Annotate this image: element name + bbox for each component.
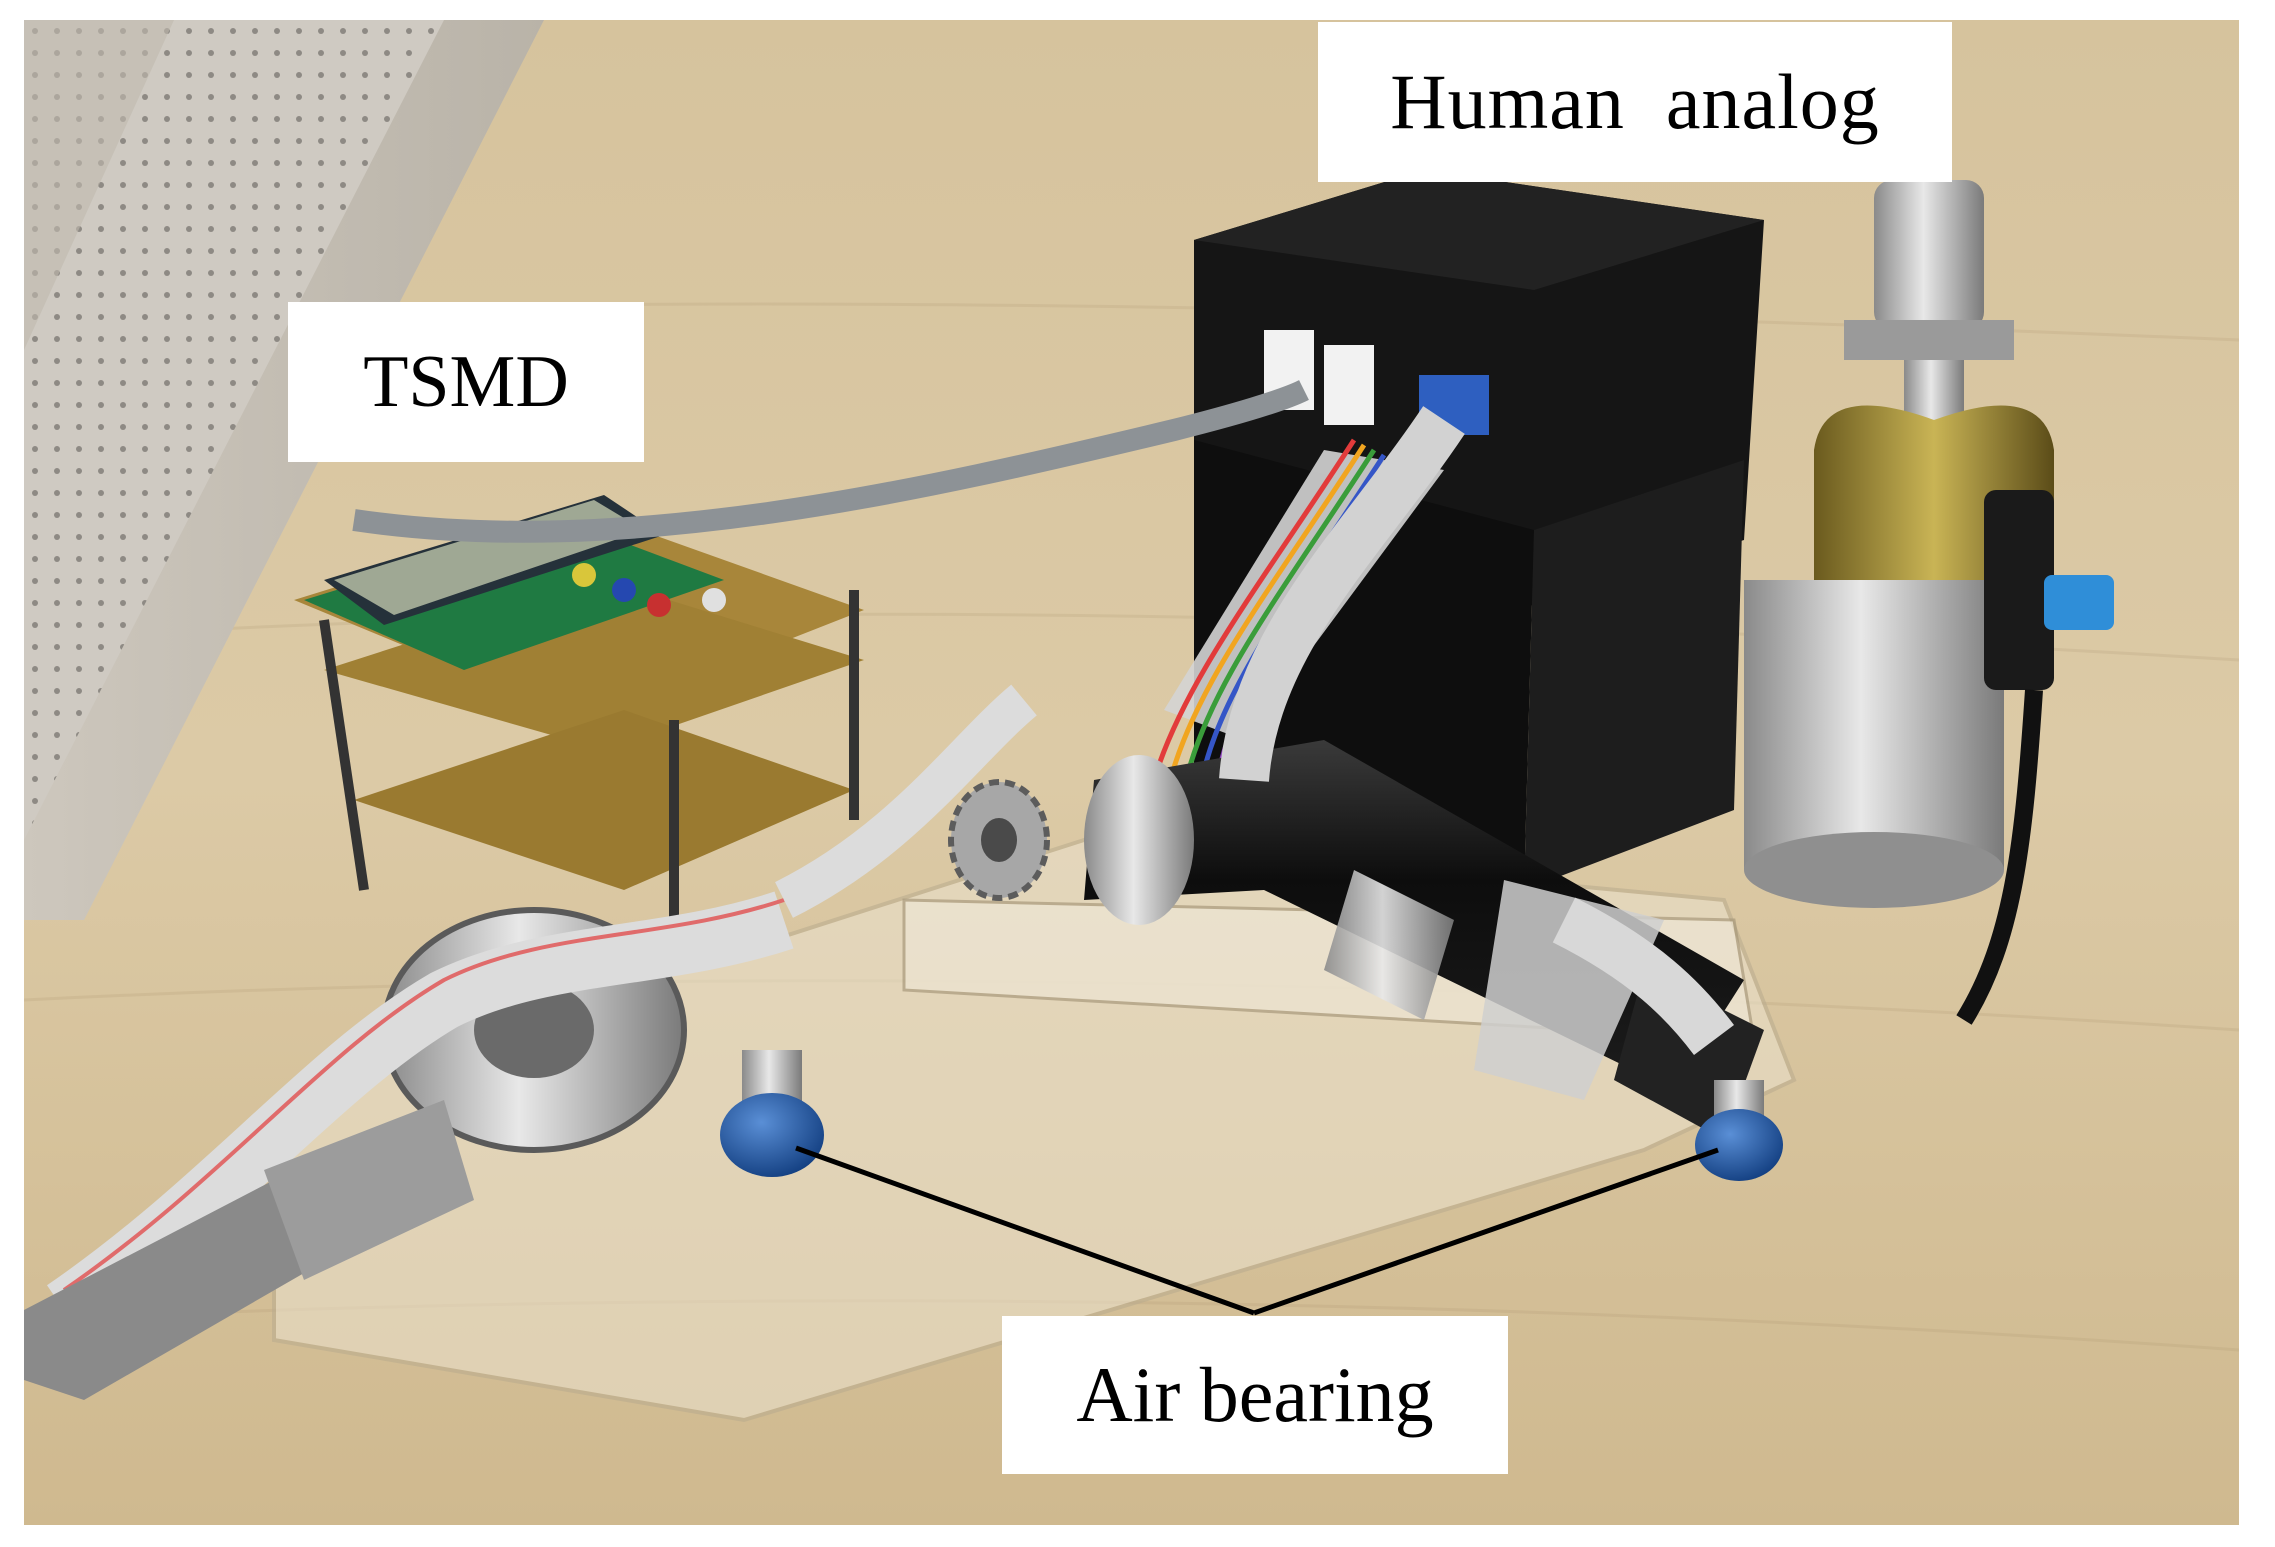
bevel-gear [948,779,1050,901]
air-bearing-left-puck [720,1093,824,1177]
gas-canister [1744,180,2114,1025]
photo-scene [24,20,2239,1525]
push-buttons [572,563,596,587]
label-tsmd: TSMD [288,302,644,462]
motor [1084,740,1764,1140]
label-air-bearing-text: Air bearing [1076,1351,1434,1438]
perforated-shelf [24,20,544,920]
grey-cable [352,380,1309,543]
label-human-analog-text: Human analog [1390,58,1880,145]
air-bearing-right-puck [1695,1109,1783,1181]
standoffs [319,590,859,920]
label-human-analog: Human analog [1318,22,1952,182]
apparatus-photo [24,20,2239,1525]
label-air-bearing: Air bearing [1002,1316,1508,1474]
ribbon-cable [46,406,1734,1335]
front-arm [24,1100,474,1400]
label-tsmd-text: TSMD [363,340,569,423]
